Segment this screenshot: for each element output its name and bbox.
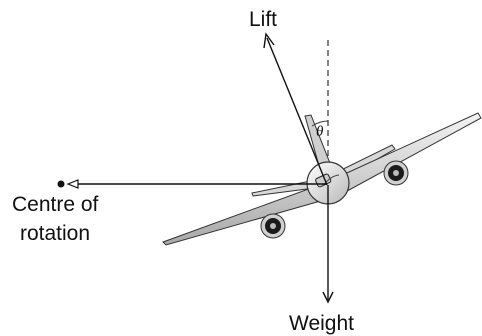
- lift-arrow: [263, 32, 328, 186]
- centre-of-rotation-label-line1: Centre of: [12, 193, 99, 216]
- theta-label: θ: [316, 124, 324, 140]
- centre-of-rotation-label-line2: rotation: [20, 222, 90, 245]
- weight-label: Weight: [289, 312, 354, 335]
- centre-of-rotation-point: [57, 180, 65, 188]
- lift-label: Lift: [249, 8, 277, 31]
- aircraft: [162, 112, 482, 246]
- left-engine: [260, 213, 286, 239]
- centripetal-arrow: [66, 179, 327, 189]
- theta-angle-arc: [311, 120, 329, 127]
- weight-arrow: [322, 185, 334, 304]
- right-engine: [383, 160, 409, 186]
